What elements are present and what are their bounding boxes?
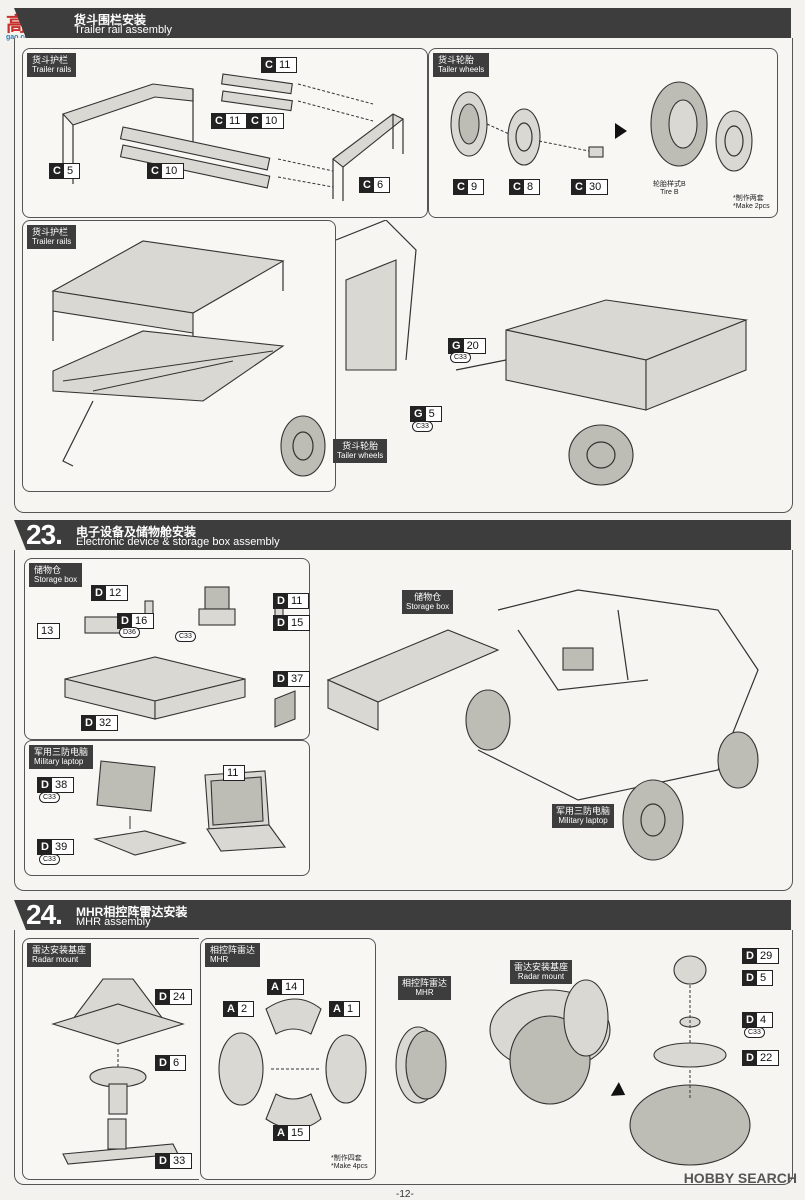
sub-part-tag: D36 (119, 627, 140, 638)
section-header-23: 23. 电子设备及储物舱安装 Electronic device & stora… (14, 520, 791, 550)
sub-part-tag: C33 (39, 854, 60, 865)
mhr-parts-art (218, 998, 367, 1130)
sub-part-tag: C33 (744, 1027, 765, 1038)
vehicle-storage-art (326, 589, 759, 861)
step-number: 23. (26, 519, 63, 550)
section-title-en: Electronic device & storage box assembly (76, 536, 280, 548)
hobby-search-watermark: HOBBY SEARCH (683, 1170, 797, 1186)
section-header-trailer: 货斗围栏安装 Trailer rail assembly (14, 8, 791, 38)
section-title-zh: 货斗围栏安装 (74, 13, 147, 27)
sub-part-tag: C33 (412, 421, 433, 432)
watermark-sub: gao.com.cn (6, 34, 69, 41)
sub-part-tag: C33 (175, 631, 196, 642)
make-count-note: *制作四套*Make 4pcs (331, 1155, 368, 1170)
section-title-en: Trailer rail assembly (74, 24, 173, 36)
part-tag: 11 (223, 765, 246, 781)
storage-box-art (64, 586, 296, 728)
section-title-en: MHR assembly (76, 916, 151, 928)
sub-part-tag: C33 (39, 792, 60, 803)
step-number: 24. (26, 899, 63, 930)
rails-exploded-art (62, 73, 405, 201)
make-count-note: *制作两套*Make 2pcs (733, 195, 770, 210)
radar-mount-art (51, 978, 185, 1165)
section-title-zh: 电子设备及储物舱安装 (76, 525, 197, 539)
section-title-zh: MHR相控阵雷达安装 (76, 905, 188, 919)
vehicle-trailer-art (336, 220, 749, 486)
part-tag: 13 (37, 623, 61, 639)
sub-part-tag: C33 (450, 352, 471, 363)
section-header-24: 24. MHR相控阵雷达安装 MHR assembly (14, 900, 791, 930)
wheels-exploded-art (450, 81, 753, 172)
page-number: -12- (396, 1189, 414, 1200)
laptop-art (92, 760, 287, 856)
mhr-assembly-art (395, 955, 751, 1166)
trailer-attach-art (51, 240, 326, 477)
arrow-icon (615, 123, 627, 139)
